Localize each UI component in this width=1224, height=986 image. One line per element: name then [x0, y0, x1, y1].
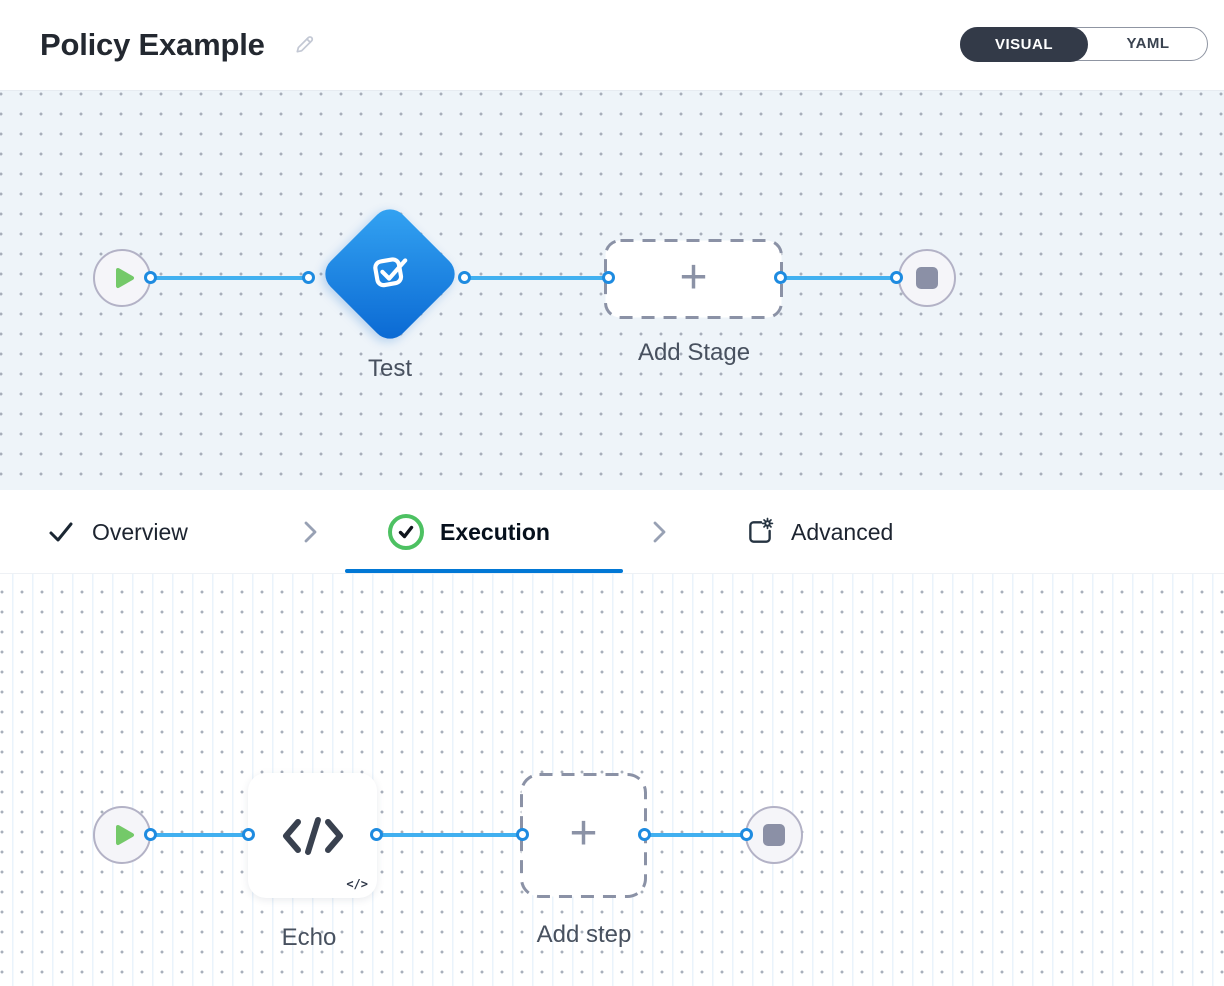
stage-node-test[interactable] — [317, 201, 463, 347]
stage-connector-1 — [150, 276, 308, 280]
link-port[interactable] — [242, 828, 255, 841]
link-port[interactable] — [458, 271, 471, 284]
tab-advanced[interactable]: Advanced — [745, 490, 893, 574]
tab-overview-label: Overview — [92, 518, 188, 545]
plus-icon: + — [569, 807, 598, 860]
tab-execution[interactable]: Execution — [388, 490, 550, 574]
link-port[interactable] — [890, 271, 903, 284]
chevron-right-icon — [645, 518, 673, 551]
tab-execution-label: Execution — [440, 518, 550, 545]
step-connector-1 — [150, 833, 248, 837]
advanced-settings-icon — [749, 517, 774, 543]
add-step-button[interactable]: + — [520, 773, 647, 898]
chevron-right-icon — [296, 518, 324, 551]
pencil-icon — [296, 36, 313, 53]
link-port[interactable] — [774, 271, 787, 284]
play-icon — [115, 825, 134, 845]
step-node-label: Echo — [281, 924, 337, 951]
add-stage-button[interactable]: + — [604, 239, 783, 319]
tab-overview[interactable]: Overview — [46, 490, 188, 574]
stop-icon — [916, 267, 938, 289]
step-type-badge: </> — [346, 877, 368, 891]
stop-icon — [763, 824, 785, 846]
edit-title-button[interactable] — [293, 33, 316, 61]
add-step-label: Add step — [536, 921, 632, 948]
plus-icon: + — [679, 250, 708, 304]
step-connector-2 — [377, 833, 523, 837]
approval-check-icon — [363, 245, 417, 304]
visual-yaml-toggle[interactable]: VISUAL YAML — [960, 26, 1208, 62]
stage-node-label: Test — [367, 355, 412, 382]
check-icon — [49, 522, 73, 542]
add-stage-label: Add Stage — [637, 339, 751, 366]
stage-connector-3 — [781, 276, 896, 280]
execution-start-node[interactable] — [93, 806, 151, 864]
toggle-yaml-button[interactable]: YAML — [1126, 35, 1170, 52]
link-port[interactable] — [144, 271, 157, 284]
active-tab-underline — [345, 569, 623, 573]
check-circle-icon — [388, 514, 424, 550]
step-connector-3 — [647, 833, 746, 837]
link-port[interactable] — [638, 828, 651, 841]
pipeline-end-node[interactable] — [898, 249, 956, 307]
tab-advanced-label: Advanced — [791, 518, 894, 545]
link-port[interactable] — [740, 828, 753, 841]
stage-canvas[interactable]: Test + Add Stage — [0, 90, 1224, 490]
step-node-echo[interactable]: </> — [248, 773, 377, 898]
pipeline-start-node[interactable] — [93, 249, 151, 307]
link-port[interactable] — [602, 271, 615, 284]
toggle-visual-button[interactable]: VISUAL — [960, 26, 1088, 62]
link-port[interactable] — [302, 271, 315, 284]
link-port[interactable] — [516, 828, 529, 841]
link-port[interactable] — [370, 828, 383, 841]
stage-connector-2 — [465, 276, 608, 280]
page-header: Policy Example VISUAL YAML — [0, 0, 1224, 90]
link-port[interactable] — [144, 828, 157, 841]
page-title: Policy Example — [40, 27, 265, 62]
step-canvas[interactable]: </> Echo + Add step — [0, 574, 1224, 986]
code-brackets-icon — [282, 816, 343, 855]
dashed-border — [604, 239, 783, 319]
execution-end-node[interactable] — [745, 806, 803, 864]
stage-config-tabs: Overview Execution — [0, 490, 1224, 574]
play-icon — [115, 268, 134, 288]
